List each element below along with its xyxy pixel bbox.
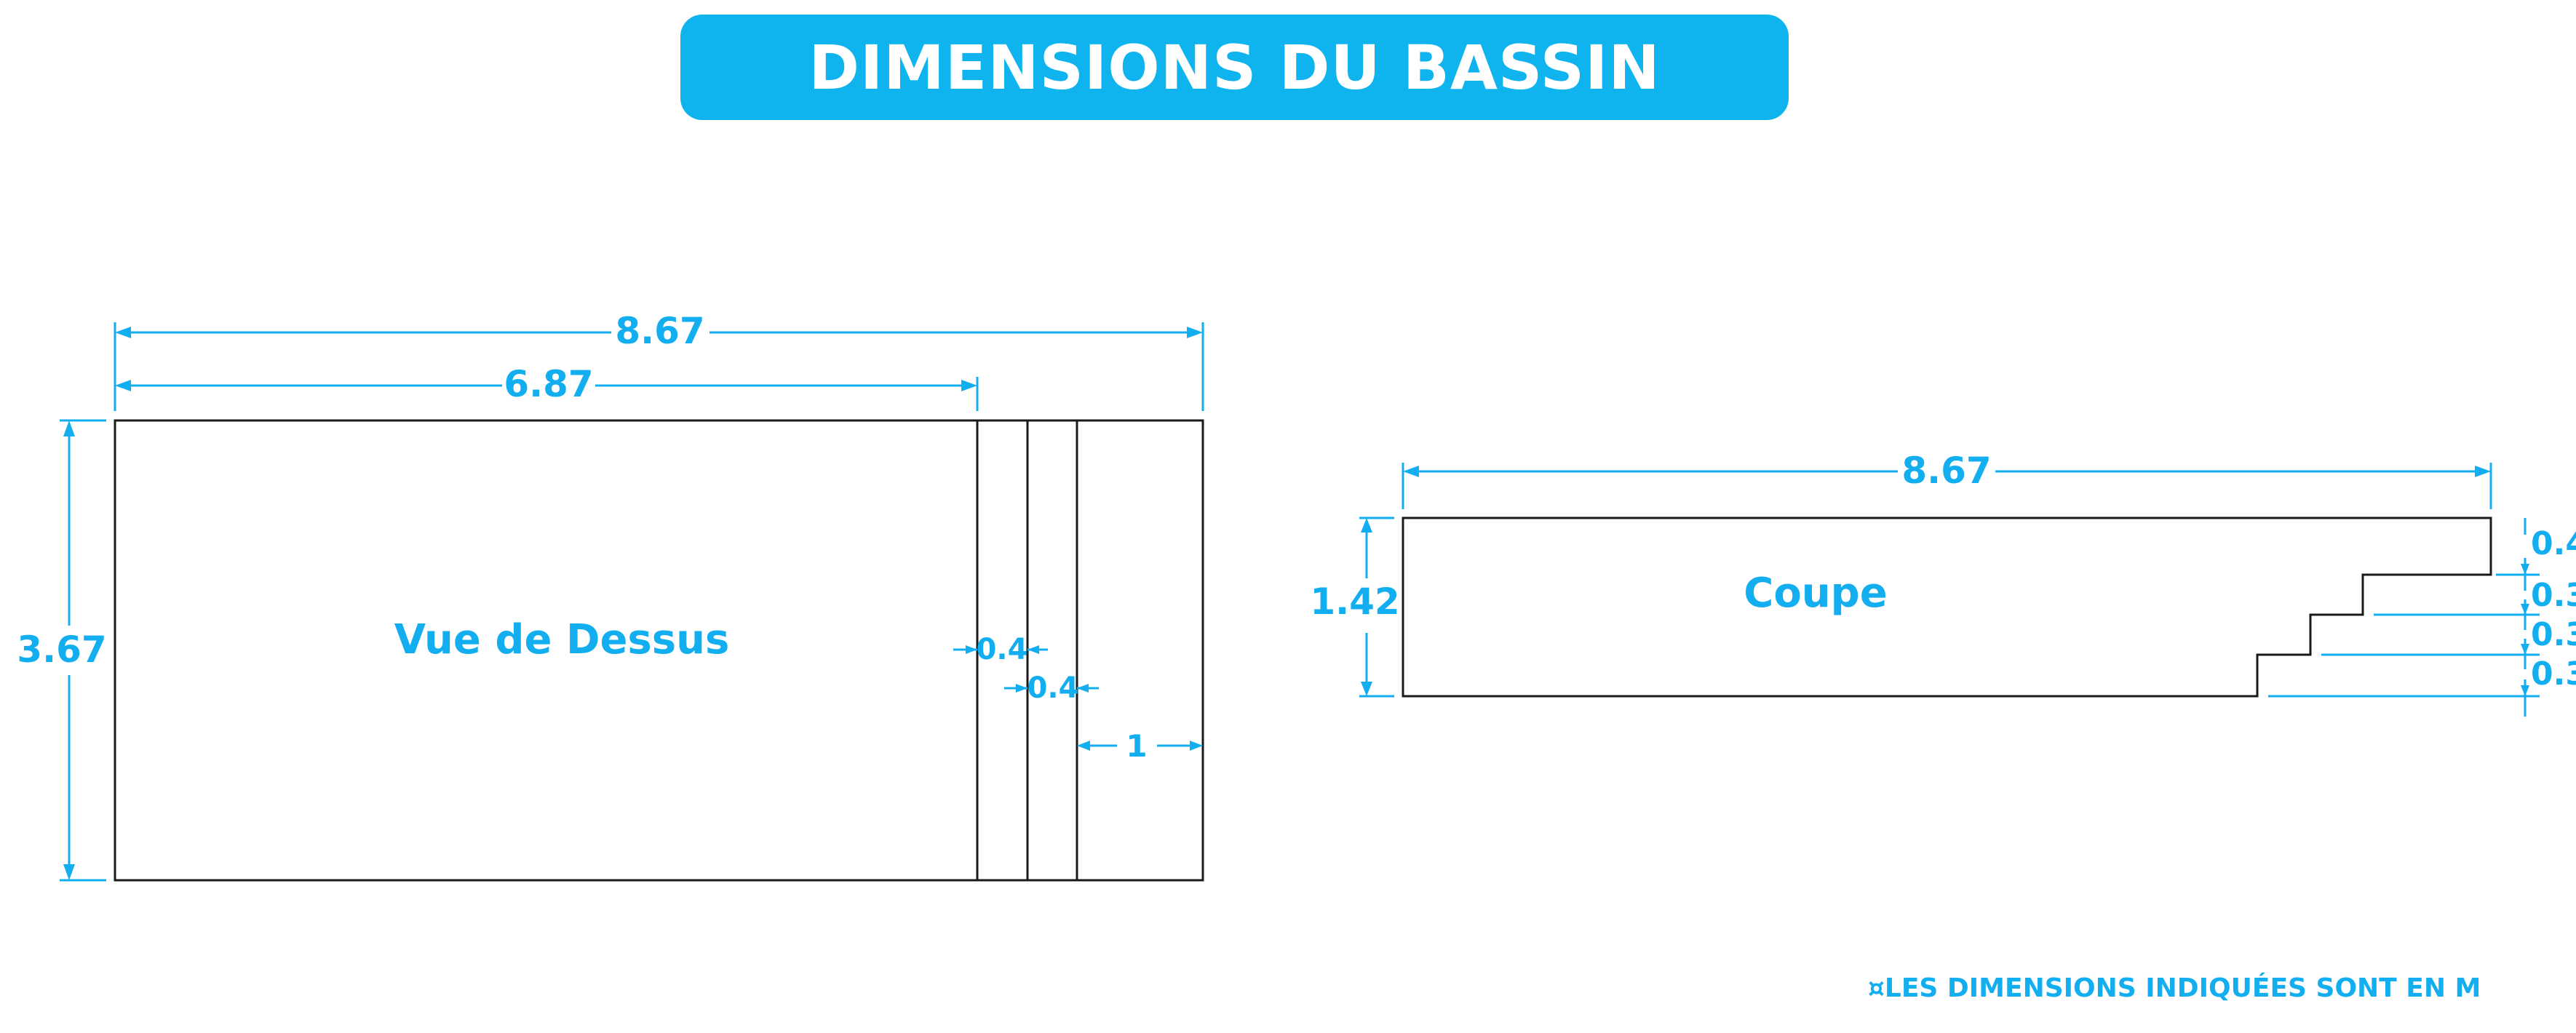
dim-main-length: 6.87: [115, 363, 979, 411]
dim-step-4-text: 0.32: [2531, 655, 2576, 693]
top-view: Vue de Dessus 8.67 6.87: [17, 310, 1204, 882]
dim-main-length-text: 6.87: [504, 363, 593, 405]
dim-total-length-section: 8.67: [1402, 450, 2492, 509]
dim-width-text: 3.67: [17, 629, 106, 671]
top-view-outline: [114, 419, 1204, 882]
dim-depth: 1.42: [1310, 516, 1400, 698]
dim-step-2-text: 0.32: [2531, 577, 2576, 614]
section-view: Coupe 8.67 1.42: [1310, 450, 2576, 717]
dim-steps: 0.46 0.32 0.32 0.32: [2268, 518, 2576, 717]
title-banner: DIMENSIONS DU BASSIN: [680, 15, 1789, 120]
top-view-label: Vue de Dessus: [394, 616, 730, 663]
page-title: DIMENSIONS DU BASSIN: [808, 31, 1661, 103]
dim-width: 3.67: [17, 419, 107, 882]
dim-step-1-text: 0.46: [2531, 525, 2576, 562]
dim-band-1-text: 0.4: [977, 633, 1028, 666]
dim-total-length-top-text: 8.67: [615, 310, 704, 352]
dim-total-length-top: 8.67: [114, 310, 1204, 411]
dim-total-length-section-text: 8.67: [1901, 450, 1991, 492]
dim-step-3-text: 0.32: [2531, 616, 2576, 653]
dim-band-2: 0.4: [1004, 671, 1099, 705]
dim-band-2-text: 0.4: [1027, 671, 1079, 705]
section-outline: [1402, 516, 2492, 698]
section-view-label: Coupe: [1744, 570, 1888, 617]
dim-depth-text: 1.42: [1310, 581, 1399, 623]
dim-band-3-text: 1: [1126, 728, 1147, 764]
dim-band-3: 1: [1077, 728, 1203, 764]
dim-band-1: 0.4: [953, 633, 1048, 666]
units-footnote: ¤LES DIMENSIONS INDIQUÉES SONT EN M: [1868, 973, 2481, 1003]
